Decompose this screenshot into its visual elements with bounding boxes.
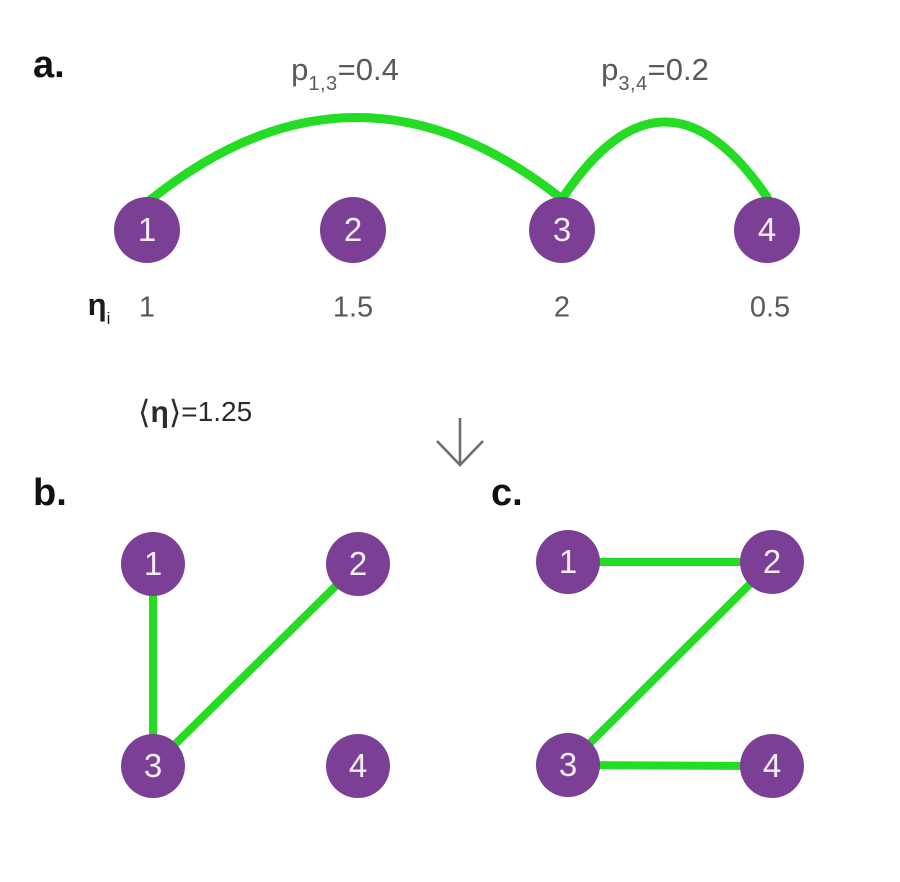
node-a-2 [320, 197, 386, 263]
eta-value: 2 [553, 291, 571, 324]
eta-value: 1.5 [332, 291, 374, 324]
node-label: 2 [343, 210, 363, 248]
p-symbol: p [291, 52, 309, 87]
node-label: 1 [558, 542, 578, 580]
eta-value: 1 [138, 291, 156, 324]
edge-c-3-4 [567, 761, 773, 770]
node-b-4 [326, 734, 390, 798]
p-subscript: 3,4 [618, 73, 648, 95]
node-label: 3 [552, 210, 572, 248]
p-symbol: p [601, 52, 619, 87]
edge-arc-3-4 [557, 117, 772, 204]
panel-label-c: c. [491, 472, 523, 514]
edge-b-2-3 [150, 561, 361, 769]
node-c-4 [740, 734, 804, 798]
eta-symbol-subscript: i [106, 309, 111, 328]
node-c-1 [536, 530, 600, 594]
node-a-3 [529, 197, 595, 263]
edge-arc-1-3 [144, 113, 567, 206]
mean-eta-value: =1.25 [181, 396, 253, 427]
edge-c-2-3 [565, 559, 775, 768]
edge-probability-label-34: p3,4=0.2 [601, 54, 709, 94]
node-label: 4 [762, 746, 782, 784]
node-c-3 [536, 733, 600, 797]
node-a-4 [734, 197, 800, 263]
angle-bracket-open: ⟨ [138, 394, 151, 430]
node-b-3 [121, 734, 185, 798]
node-label: 1 [143, 544, 163, 582]
node-b-1 [121, 532, 185, 596]
p-value: =0.4 [337, 52, 399, 87]
node-a-1 [114, 197, 180, 263]
angle-bracket-close: ⟩ [168, 394, 182, 430]
eta-value: 0.5 [749, 291, 791, 324]
node-label: 4 [757, 210, 777, 248]
mean-eta-symbol: η [150, 396, 169, 429]
eta-symbol: ηi [88, 289, 111, 327]
panel-label-a: a. [33, 44, 65, 86]
node-label: 2 [762, 542, 782, 580]
node-label: 4 [348, 746, 368, 784]
mean-eta-label: ⟨η⟩=1.25 [138, 396, 252, 428]
p-value: =0.2 [647, 52, 709, 87]
eta-symbol-base: η [87, 287, 107, 322]
down-arrow-head [436, 440, 484, 467]
node-c-2 [740, 530, 804, 594]
p-subscript: 1,3 [308, 73, 338, 95]
node-label: 1 [137, 210, 157, 248]
edge-probability-label-13: p1,3=0.4 [291, 54, 399, 94]
down-arrow-icon [436, 418, 484, 467]
node-label: 3 [558, 745, 578, 783]
node-label: 3 [143, 746, 163, 784]
node-b-2 [326, 532, 390, 596]
panel-label-b: b. [33, 472, 67, 514]
node-label: 2 [348, 544, 368, 582]
